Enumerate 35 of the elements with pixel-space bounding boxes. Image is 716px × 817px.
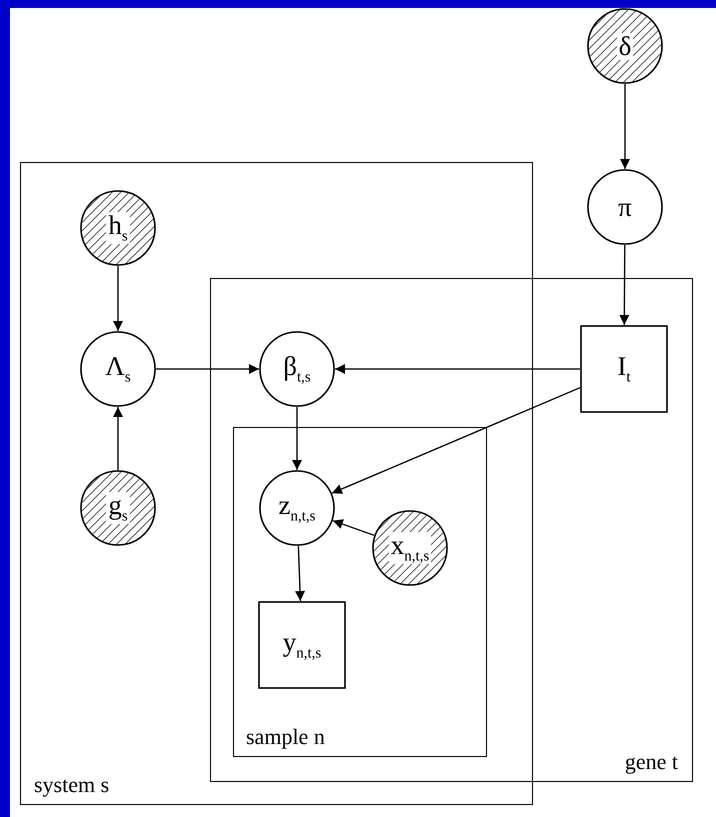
variable-label: z$_{n,t,s}$ xyxy=(278,492,316,524)
variable-label: Λ$_{s}$ xyxy=(105,352,131,386)
variable-circle xyxy=(259,331,335,407)
variable-circle xyxy=(80,331,156,407)
arrow xyxy=(113,407,123,470)
variable-label: y$_{n,t,s}$ xyxy=(282,628,322,662)
observed-variable-circle xyxy=(80,470,156,546)
plate-label: sample n xyxy=(246,724,325,750)
observed-variable-circle xyxy=(587,8,663,84)
plate-label: system s xyxy=(34,772,110,798)
variable-circle xyxy=(259,470,335,546)
variable-label: h$_{s}$ xyxy=(106,212,130,244)
plate-frame xyxy=(233,427,487,757)
plate-label: gene t xyxy=(624,749,678,775)
variable-label: π xyxy=(618,194,632,220)
variable-square xyxy=(580,325,668,413)
arrow xyxy=(619,245,630,325)
arrow xyxy=(156,364,259,374)
arrow xyxy=(295,546,306,602)
plate-frame xyxy=(210,278,693,782)
variable-label: δ xyxy=(616,32,634,60)
variable-circle xyxy=(587,169,663,245)
variable-label: I$_{t}$ xyxy=(617,352,631,386)
variable-label: g$_{s}$ xyxy=(106,492,130,524)
observed-variable-circle xyxy=(372,510,448,586)
arrow xyxy=(113,266,123,331)
arrow xyxy=(332,387,580,494)
arrow xyxy=(335,364,580,374)
variable-label: x$_{n,t,s}$ xyxy=(388,532,432,564)
arrow xyxy=(332,519,374,536)
arrow xyxy=(620,84,630,169)
variable-square xyxy=(258,601,346,689)
arrow xyxy=(292,407,302,470)
variable-label: β$_{t,s}$ xyxy=(283,352,311,386)
observed-variable-circle xyxy=(80,190,156,266)
